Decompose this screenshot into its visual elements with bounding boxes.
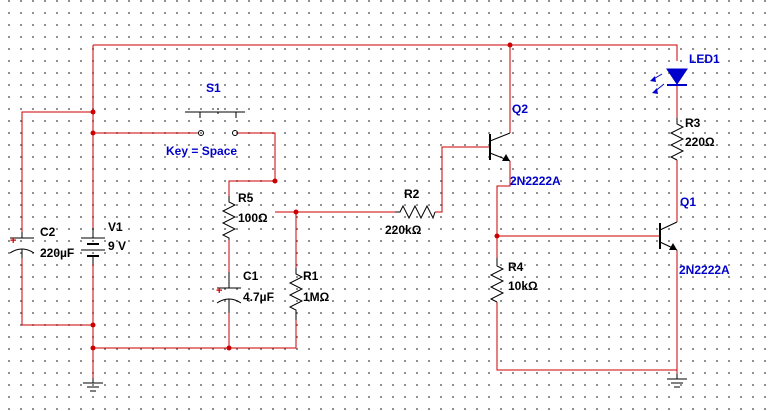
junction-dot: [494, 233, 500, 239]
led1-ref-label: LED1: [689, 52, 720, 66]
junction-dot: [226, 345, 232, 351]
v1-value-label: 9 V: [108, 239, 126, 253]
battery-v1[interactable]: V1 9 V: [81, 220, 126, 264]
r3-ref-label: R3: [685, 116, 701, 130]
junction-dot: [90, 345, 96, 351]
r4-value-label: 10kΩ: [508, 279, 538, 293]
resistor-r3[interactable]: R3 220Ω: [669, 116, 715, 161]
resistor-r2[interactable]: R2 220kΩ: [385, 187, 436, 237]
s1-ref-label: S1: [206, 81, 221, 95]
q2-model-label: 2N2222A: [510, 174, 561, 188]
c2-polarity: +: [10, 235, 16, 247]
wire-r2-right[interactable]: [435, 146, 490, 213]
ground-symbol-right[interactable]: [667, 374, 687, 388]
junctions: [90, 42, 513, 351]
junction-dot: [293, 209, 299, 215]
r1-ref-label: R1: [303, 269, 319, 283]
r5-ref-label: R5: [238, 191, 254, 205]
q2-ref-label: Q2: [512, 102, 528, 116]
c1-value-label: 4.7µF: [243, 290, 274, 304]
c1-ref-label: C1: [243, 269, 259, 283]
s1-key-label: Key = Space: [166, 144, 237, 158]
c1-polarity: +: [216, 285, 222, 297]
r1-value-label: 1MΩ: [303, 290, 330, 304]
v1-ref-label: V1: [108, 220, 123, 234]
wire-bottom-rail[interactable]: [93, 320, 297, 349]
q1-ref-label: Q1: [680, 195, 696, 209]
resistor-r5[interactable]: R5 100Ω: [221, 191, 268, 240]
r5-value-label: 100Ω: [238, 211, 268, 225]
junction-dot: [90, 322, 96, 328]
ground-symbol-left[interactable]: [83, 378, 103, 392]
c2-value-label: 220µF: [40, 246, 74, 260]
r4-ref-label: R4: [508, 260, 524, 274]
junction-dot: [90, 109, 96, 115]
wire-c2-bottom[interactable]: [21, 258, 93, 326]
capacitor-c1[interactable]: + C1 4.7µF: [216, 269, 274, 313]
q1-model-label: 2N2222A: [679, 263, 730, 277]
transistor-q1[interactable]: Q1 2N2222A: [659, 195, 730, 277]
junction-dot: [90, 130, 96, 136]
wire-r4-bottom[interactable]: [496, 302, 677, 371]
wire-q2-emitter[interactable]: [496, 161, 511, 258]
switch-s1[interactable]: S1 Key = Space: [166, 81, 245, 158]
r3-value-label: 220Ω: [685, 135, 715, 149]
c2-ref-label: C2: [40, 225, 56, 239]
capacitor-c2[interactable]: + C2 220µF: [9, 225, 74, 260]
wire-s1-right[interactable]: [228, 132, 276, 196]
wire-top-rail[interactable]: [93, 44, 678, 61]
wire-c2-top[interactable]: [21, 111, 93, 232]
resistor-r4[interactable]: R4 10kΩ: [489, 258, 538, 303]
junction-dot: [272, 178, 278, 184]
junction-dot: [507, 42, 513, 48]
r2-ref-label: R2: [404, 187, 420, 201]
led-led1[interactable]: LED1: [650, 52, 720, 94]
resistor-r1[interactable]: R1 1MΩ: [288, 268, 330, 320]
transistor-q2[interactable]: Q2 2N2222A: [489, 102, 561, 188]
r2-value-label: 220kΩ: [385, 223, 422, 237]
wires: [21, 44, 678, 378]
wire-r1-top[interactable]: [275, 211, 297, 268]
